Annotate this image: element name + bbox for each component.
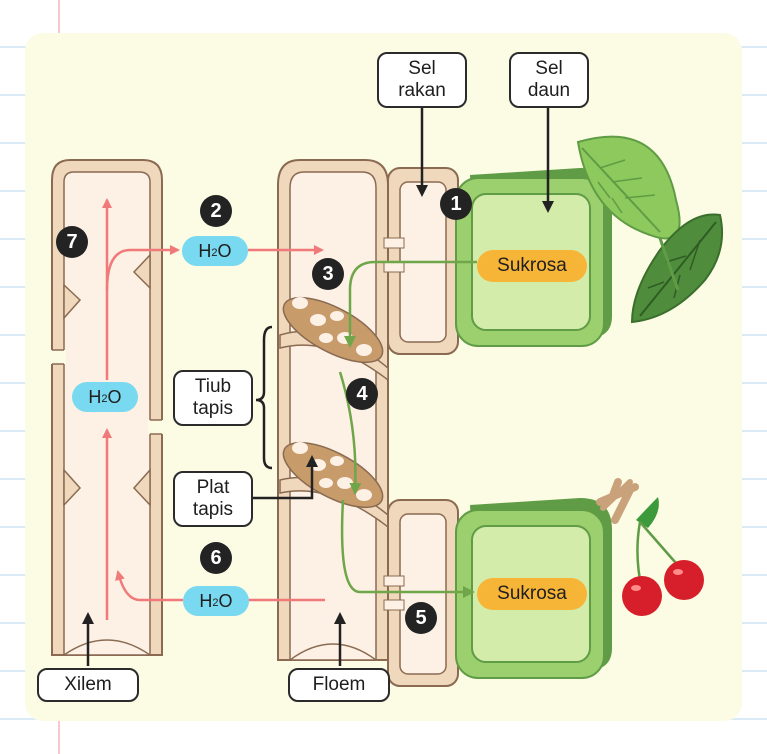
label-floem: Floem bbox=[288, 668, 390, 702]
step-3-badge: 3 bbox=[312, 258, 344, 290]
step-1-badge: 1 bbox=[440, 188, 472, 220]
step-7-badge: 7 bbox=[56, 226, 88, 258]
label-xilem: Xilem bbox=[37, 668, 139, 702]
step-5-badge: 5 bbox=[405, 602, 437, 634]
sucrose-pill-sink: Sukrosa bbox=[477, 578, 587, 610]
cherries-illustration bbox=[596, 478, 704, 616]
label-pointers bbox=[82, 108, 554, 666]
sucrose-flow-arrows bbox=[338, 260, 477, 598]
phloem-sieve-tube bbox=[277, 159, 389, 661]
sieve-plate-upper bbox=[282, 296, 384, 364]
step-6-badge: 6 bbox=[200, 542, 232, 574]
sucrose-pill-source: Sukrosa bbox=[477, 250, 587, 282]
companion-cell-bottom bbox=[383, 499, 459, 687]
leaves-illustration bbox=[576, 135, 724, 324]
water-flow-arrows bbox=[102, 198, 325, 620]
step-4-badge: 4 bbox=[346, 378, 378, 410]
step-2-badge: 2 bbox=[200, 195, 232, 227]
